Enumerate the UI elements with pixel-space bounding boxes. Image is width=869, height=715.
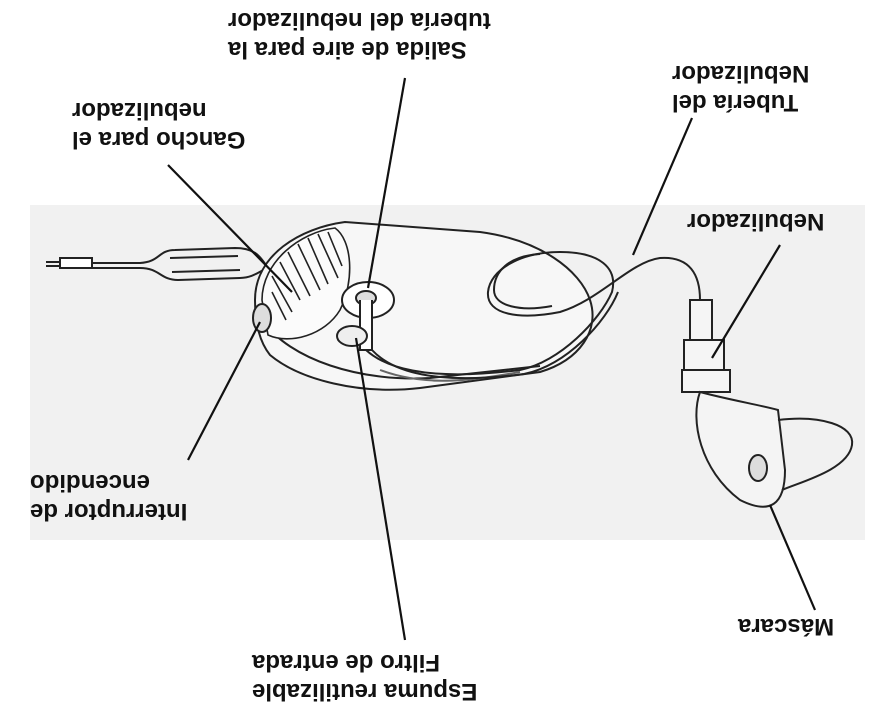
- label-power-switch: Interruptor de encendido: [30, 468, 187, 526]
- label-nebulizer-tubing: Tubería del Nebulizador: [672, 59, 809, 117]
- power-switch-shape: [253, 304, 271, 332]
- label-mask: Máscara: [738, 612, 834, 641]
- label-filter: Espuma reutilizable Filtro de entrada: [252, 648, 477, 706]
- label-nebulizer: Nebulizador: [687, 207, 824, 236]
- label-air-outlet: Salida de aire para la tubería del nebul…: [228, 6, 491, 64]
- filter-shape: [337, 326, 367, 346]
- label-nebulizer-hook: Gancho para el nebulizador: [72, 96, 245, 154]
